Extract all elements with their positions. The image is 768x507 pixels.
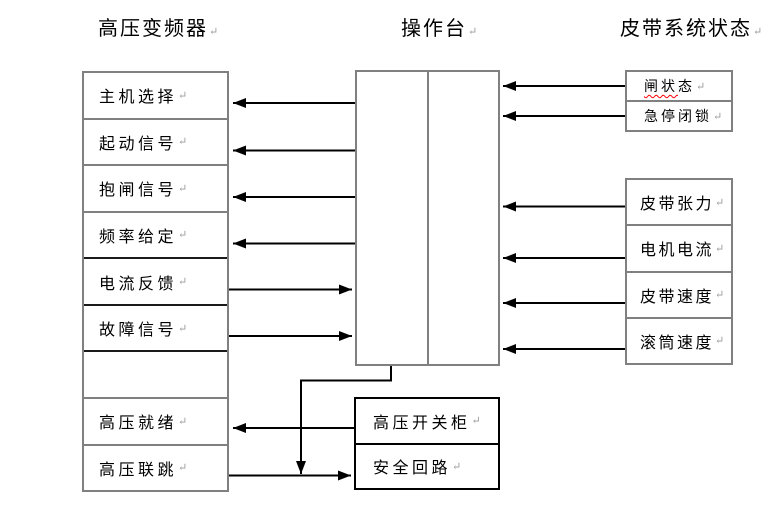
return-mark-icon: ↵ xyxy=(715,335,725,348)
belt-sensor-box: 皮带张力↵ 电机电流↵ 皮带速度↵ 滚筒速度↵ xyxy=(625,178,733,365)
row-fault-signal-label: 故障信号 xyxy=(99,322,178,340)
return-mark-icon: ↵ xyxy=(178,182,188,195)
return-mark-icon: ↵ xyxy=(468,26,478,38)
title-hv-inverter: 高压变频器↵ xyxy=(98,16,218,45)
row-hv-switchgear-label: 高压开关柜 xyxy=(373,414,471,432)
return-mark-icon: ↵ xyxy=(209,26,219,38)
row-belt-tension-label: 皮带张力 xyxy=(640,196,715,214)
row-estop-interlock: 急停闭锁↵ xyxy=(627,102,731,130)
belt-status-box: 闸状态↵ 急停闭锁↵ xyxy=(625,70,733,132)
row-host-select-label: 主机选择 xyxy=(99,89,178,107)
row-start-signal-label: 起动信号 xyxy=(99,135,178,153)
return-mark-icon: ↵ xyxy=(715,242,725,255)
title-belt-system-status-text: 皮带系统状态 xyxy=(620,18,752,40)
row-hv-switchgear: 高压开关柜↵ xyxy=(356,399,498,445)
row-belt-speed-label: 皮带速度 xyxy=(640,288,715,306)
title-console: 操作台↵ xyxy=(401,16,477,45)
row-frequency-ref: 频率给定↵ xyxy=(84,213,227,260)
console-divider xyxy=(427,72,429,364)
hv-inverter-box: 主机选择↵ 起动信号↵ 抱闸信号↵ 频率给定↵ 电流反馈↵ 故障信号↵ 高压就绪… xyxy=(82,71,229,492)
row-motor-current-label: 电机电流 xyxy=(640,242,715,260)
row-hv-ready-label: 高压就绪 xyxy=(99,415,178,433)
row-gate-status-label: 闸状态 xyxy=(644,80,695,95)
row-motor-current: 电机电流↵ xyxy=(627,226,731,273)
row-drum-speed-label: 滚筒速度 xyxy=(640,334,715,352)
row-frequency-ref-label: 频率给定 xyxy=(99,228,178,246)
row-drum-speed: 滚筒速度↵ xyxy=(627,319,731,363)
console-box xyxy=(355,70,500,366)
title-console-text: 操作台 xyxy=(401,18,467,40)
row-safety-loop: 安全回路↵ xyxy=(356,445,498,489)
row-belt-speed: 皮带速度↵ xyxy=(627,273,731,319)
return-mark-icon: ↵ xyxy=(178,276,188,289)
title-belt-system-status: 皮带系统状态↵ xyxy=(620,16,762,45)
return-mark-icon: ↵ xyxy=(713,110,723,123)
return-mark-icon: ↵ xyxy=(696,80,706,93)
return-mark-icon: ↵ xyxy=(178,462,188,475)
return-mark-icon: ↵ xyxy=(178,136,188,149)
return-mark-icon: ↵ xyxy=(715,289,725,302)
return-mark-icon: ↵ xyxy=(178,415,188,428)
row-start-signal: 起动信号↵ xyxy=(84,120,227,167)
row-brake-signal: 抱闸信号↵ xyxy=(84,166,227,213)
spellcheck-underline: 闸状 xyxy=(644,80,678,95)
row-belt-tension: 皮带张力↵ xyxy=(627,180,731,227)
row-safety-loop-label: 安全回路 xyxy=(373,460,452,478)
row-host-select: 主机选择↵ xyxy=(84,73,227,120)
switchgear-box: 高压开关柜↵ 安全回路↵ xyxy=(354,397,500,490)
return-mark-icon: ↵ xyxy=(178,229,188,242)
return-mark-icon: ↵ xyxy=(178,322,188,335)
row-empty xyxy=(84,352,227,399)
return-mark-icon: ↵ xyxy=(753,26,763,38)
row-hv-ready: 高压就绪↵ xyxy=(84,399,227,446)
return-mark-icon: ↵ xyxy=(452,460,462,473)
row-current-feedback-label: 电流反馈 xyxy=(99,275,178,293)
row-hv-trip: 高压联跳↵ xyxy=(84,446,227,491)
title-hv-inverter-text: 高压变频器 xyxy=(98,18,208,40)
row-current-feedback: 电流反馈↵ xyxy=(84,259,227,306)
return-mark-icon: ↵ xyxy=(715,196,725,209)
return-mark-icon: ↵ xyxy=(471,415,481,428)
row-brake-signal-label: 抱闸信号 xyxy=(99,182,178,200)
row-fault-signal: 故障信号↵ xyxy=(84,306,227,353)
return-mark-icon: ↵ xyxy=(178,89,188,102)
row-hv-trip-label: 高压联跳 xyxy=(99,461,178,479)
row-gate-status: 闸状态↵ xyxy=(627,72,731,102)
row-estop-interlock-label: 急停闭锁 xyxy=(644,110,712,125)
